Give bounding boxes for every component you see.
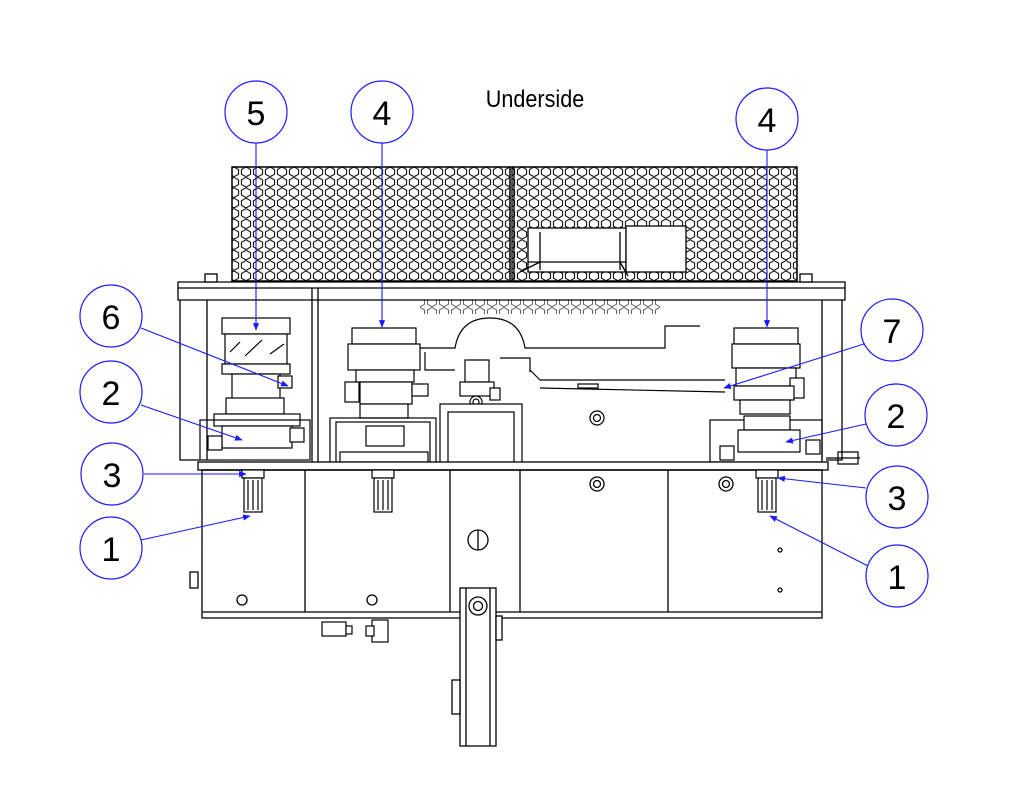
- callout-7: 7: [860, 298, 924, 362]
- callout-2a: 2: [79, 360, 143, 424]
- drawbar: [451, 587, 503, 747]
- callout-3b: 3: [865, 465, 929, 529]
- callout-1b: 1: [865, 544, 929, 608]
- left-pump: [199, 317, 311, 461]
- callout-label: 1: [888, 559, 907, 597]
- callout-4a: 4: [350, 80, 414, 144]
- leader-1a: [140, 514, 251, 541]
- base-plate: [189, 461, 829, 619]
- callout-5: 5: [224, 80, 288, 144]
- leader-7: [723, 343, 865, 389]
- perforated-cover: [231, 166, 798, 282]
- shaft-couplings: [241, 469, 779, 513]
- leader-lines: [140, 141, 869, 567]
- callout-label: 4: [758, 102, 777, 140]
- bottom-fittings: [321, 619, 389, 643]
- callout-1a: 1: [79, 516, 143, 580]
- center-bracket: [420, 317, 726, 393]
- right-pump: [709, 327, 860, 465]
- leader-6: [140, 327, 289, 387]
- middle-pump: [329, 327, 437, 465]
- callout-label: 3: [103, 457, 122, 495]
- callout-label: 1: [102, 531, 121, 569]
- callout-label: 3: [888, 480, 907, 518]
- center-valve: [439, 359, 605, 465]
- leader-2b: [785, 423, 867, 444]
- callout-4b: 4: [735, 87, 799, 151]
- leader-2a: [140, 404, 243, 441]
- callout-label: 4: [373, 95, 392, 133]
- top-plate: [177, 273, 846, 314]
- callout-label: 5: [247, 95, 266, 133]
- callout-2b: 2: [864, 383, 928, 447]
- callout-6: 6: [79, 284, 143, 348]
- callout-label: 7: [883, 313, 902, 351]
- callout-3a: 3: [80, 442, 144, 506]
- callout-label: 6: [102, 299, 121, 337]
- leader-1b: [769, 515, 869, 567]
- leader-3b: [777, 475, 867, 489]
- callout-label: 2: [887, 398, 906, 436]
- callout-label: 2: [102, 375, 121, 413]
- diagram-title: Underside: [485, 86, 585, 113]
